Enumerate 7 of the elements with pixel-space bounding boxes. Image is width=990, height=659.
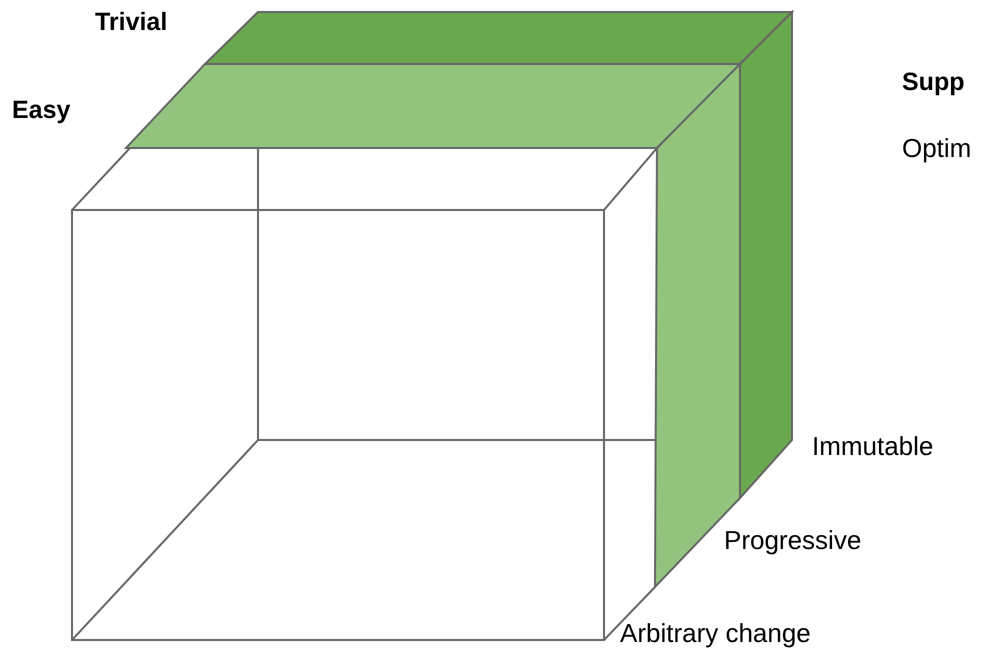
axis-label: Immutable (812, 433, 934, 459)
axis-label: Arbitrary change (620, 620, 811, 646)
axis-label: Progressive (724, 527, 862, 553)
axis-title: Supp (902, 70, 964, 95)
axis-label: Trivial (95, 10, 168, 35)
axis-description: Optim (902, 135, 972, 161)
axis-label: Easy (12, 98, 70, 123)
